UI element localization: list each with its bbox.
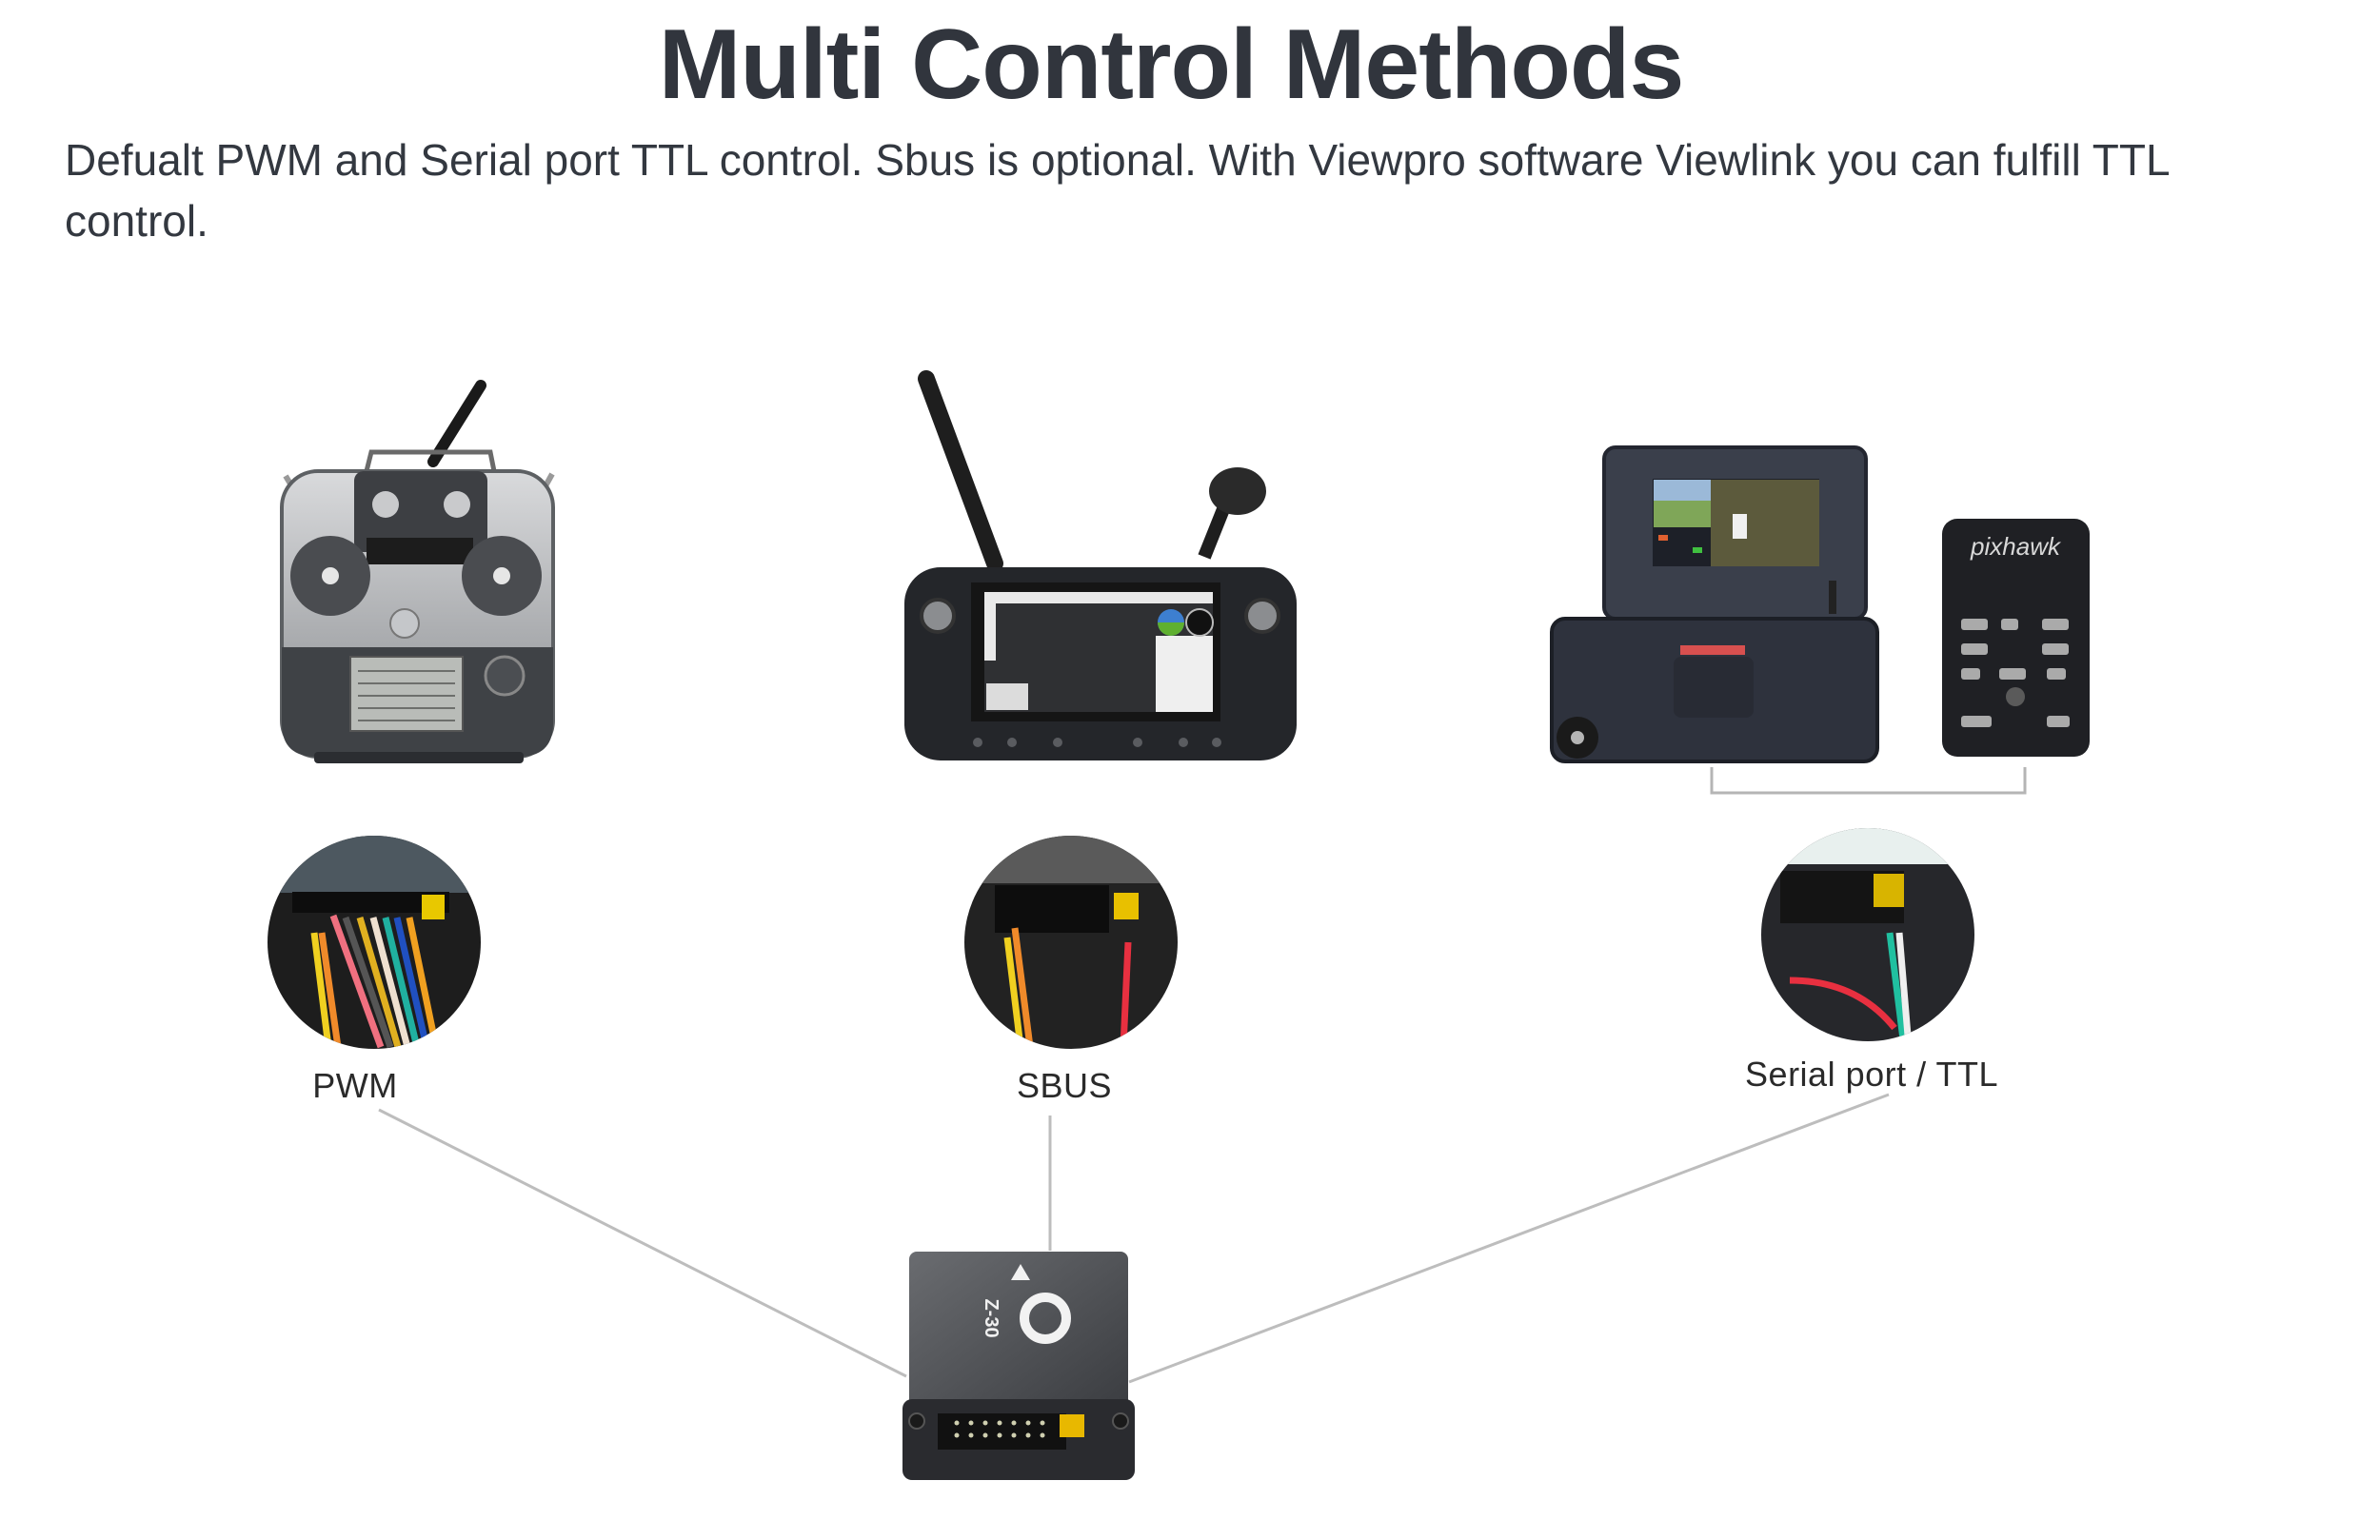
pixhawk-brand-text: pixhawk xyxy=(1970,532,2062,561)
z30-model-text: Z-30 xyxy=(981,1298,1002,1337)
grouping-bracket xyxy=(1710,767,2027,795)
closeup-serial xyxy=(1761,828,1974,1041)
closeup-sbus xyxy=(964,836,1178,1049)
method-label-serial: Serial port / TTL xyxy=(1745,1055,1998,1094)
method-label-sbus: SBUS xyxy=(1016,1066,1113,1105)
method-label-pwm: PWM xyxy=(312,1066,398,1105)
description-text: Defualt PWM and Serial port TTL control.… xyxy=(65,135,2169,246)
page-title: Multi Control Methods xyxy=(658,10,1685,120)
connector-line-pwm xyxy=(378,1108,907,1378)
connector-line-serial xyxy=(1128,1093,1890,1384)
